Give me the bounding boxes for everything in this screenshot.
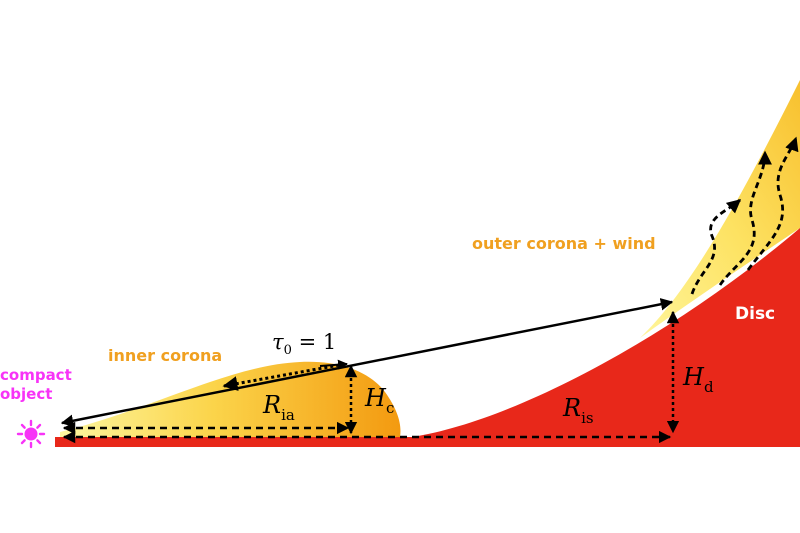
tau-rhs: = 1 bbox=[291, 330, 337, 354]
h-c-symbol: H bbox=[365, 384, 386, 412]
sun-star-icon bbox=[16, 419, 46, 449]
h-c-subscript: c bbox=[385, 399, 395, 417]
r-ia-label: Ria bbox=[263, 391, 295, 423]
line-of-sight-arrow bbox=[60, 298, 674, 427]
h-d-label: Hd bbox=[683, 363, 714, 395]
tau-subscript: 0 bbox=[283, 343, 292, 358]
compact-object-label-line1: compact bbox=[0, 366, 72, 384]
outer-corona-region bbox=[640, 80, 800, 338]
inner-corona-region bbox=[60, 361, 401, 437]
h-c-label: Hc bbox=[365, 384, 394, 416]
inner-corona-label: inner corona bbox=[108, 346, 223, 365]
wind-arrow-3 bbox=[746, 136, 799, 271]
tau-arrow bbox=[222, 362, 346, 391]
compact-object-label: compact object bbox=[0, 366, 72, 404]
tau-arrow-tip bbox=[319, 359, 348, 370]
r-is-subscript: is bbox=[581, 409, 594, 427]
disc-label: Disc bbox=[735, 304, 776, 324]
tau-label: τ0 = 1 bbox=[272, 330, 337, 358]
r-ia-subscript: ia bbox=[281, 406, 295, 424]
wind-arrow-2 bbox=[718, 150, 772, 286]
r-is-label: Ris bbox=[563, 394, 594, 426]
h-d-symbol: H bbox=[683, 363, 704, 391]
h-d-subscript: d bbox=[703, 378, 714, 396]
r-ia-symbol: R bbox=[263, 391, 282, 419]
tau-symbol: τ bbox=[272, 330, 284, 354]
compact-object-label-line2: object bbox=[0, 385, 53, 403]
outer-corona-label: outer corona + wind bbox=[472, 234, 656, 253]
wind-arrow-1 bbox=[690, 198, 742, 295]
r-is-symbol: R bbox=[563, 394, 582, 422]
